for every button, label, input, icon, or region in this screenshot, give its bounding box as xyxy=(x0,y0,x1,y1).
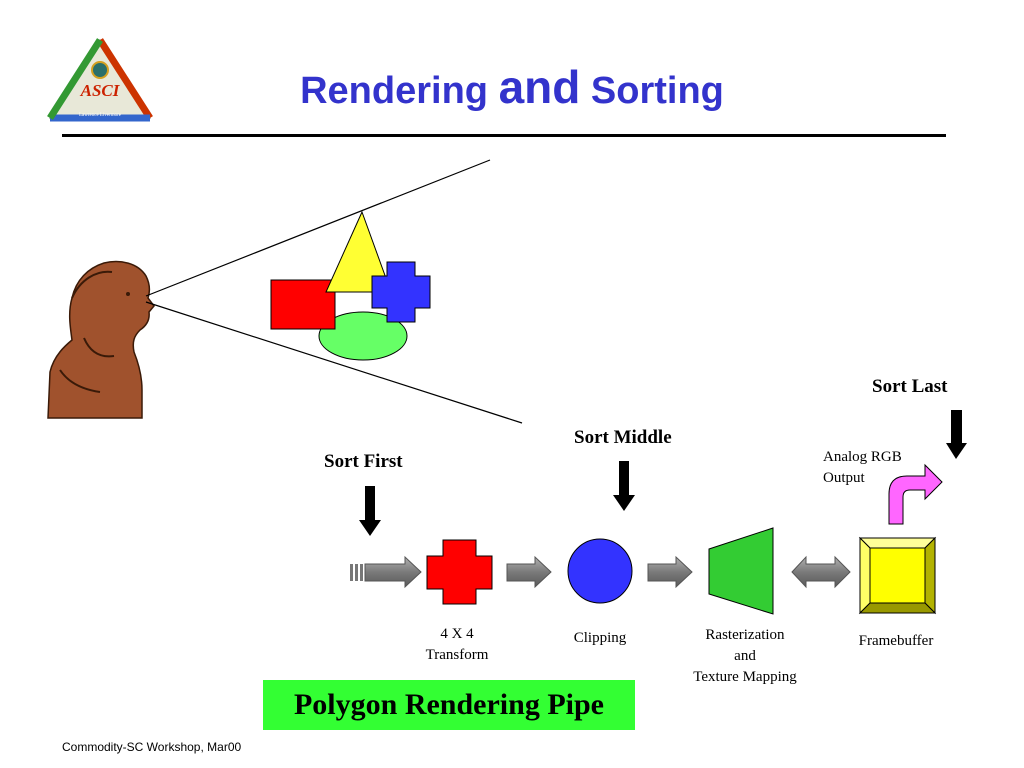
output-label: Analog RGB Output xyxy=(823,447,902,489)
pipeline-banner: Polygon Rendering Pipe xyxy=(263,680,635,730)
arrow-to-clipping-icon xyxy=(506,555,552,589)
sort-middle-arrow-icon xyxy=(613,461,635,511)
bidirectional-arrow-icon xyxy=(791,555,851,589)
sort-first-arrow-icon xyxy=(359,486,381,536)
transform-label: 4 X 4 Transform xyxy=(407,624,507,666)
viewer-silhouette-icon xyxy=(47,260,155,419)
sort-first-label: Sort First xyxy=(324,451,403,472)
framebuffer-label-line1: Framebuffer xyxy=(858,633,934,649)
sort-middle-label: Sort Middle xyxy=(574,427,672,448)
transform-label-line1: 4 X 4 xyxy=(440,626,474,642)
transform-stage-shape xyxy=(426,539,493,605)
clipping-stage-shape xyxy=(567,538,633,604)
asci-logo: ASCI Lawrence Livermore xyxy=(47,38,153,122)
transform-label-line2: Transform xyxy=(425,647,489,663)
clipping-label: Clipping xyxy=(550,628,650,649)
sort-last-label: Sort Last xyxy=(872,376,948,397)
frustum-bottom-line xyxy=(145,301,523,424)
logo-text: ASCI xyxy=(80,81,121,100)
rasterization-stage-shape xyxy=(708,527,774,615)
logo-tagline: Lawrence Livermore xyxy=(79,113,122,118)
sort-last-arrow-icon xyxy=(946,410,967,459)
rasterization-label-line1: Rasterization xyxy=(705,627,785,643)
title-part-and: and xyxy=(498,61,581,113)
title-divider xyxy=(62,134,946,137)
arrow-to-rasterization-icon xyxy=(647,555,693,589)
scene-red-rectangle xyxy=(270,279,336,330)
logo-seal-icon xyxy=(91,61,109,79)
rasterization-label-line3: Texture Mapping xyxy=(693,669,797,685)
scene-blue-cross xyxy=(371,261,431,323)
page-title: Rendering and Sorting xyxy=(0,60,1024,114)
output-arrow-icon xyxy=(888,463,943,525)
output-label-line1: Analog RGB xyxy=(823,449,902,465)
rasterization-label: Rasterization and Texture Mapping xyxy=(670,625,820,688)
pipeline-input-arrow-icon xyxy=(350,555,422,589)
clipping-label-line1: Clipping xyxy=(573,630,627,646)
footer-text: Commodity-SC Workshop, Mar00 xyxy=(62,740,242,754)
framebuffer-stage-shape xyxy=(858,536,937,615)
rasterization-label-line2: and xyxy=(734,648,756,664)
frustum-top-line xyxy=(145,159,491,297)
scene-yellow-triangle xyxy=(325,210,392,293)
title-part-rendering: Rendering xyxy=(300,70,499,112)
scene-ellipse xyxy=(318,311,408,361)
output-label-line2: Output xyxy=(823,470,865,486)
title-part-sorting: Sorting xyxy=(580,70,724,112)
framebuffer-label: Framebuffer xyxy=(840,631,952,652)
